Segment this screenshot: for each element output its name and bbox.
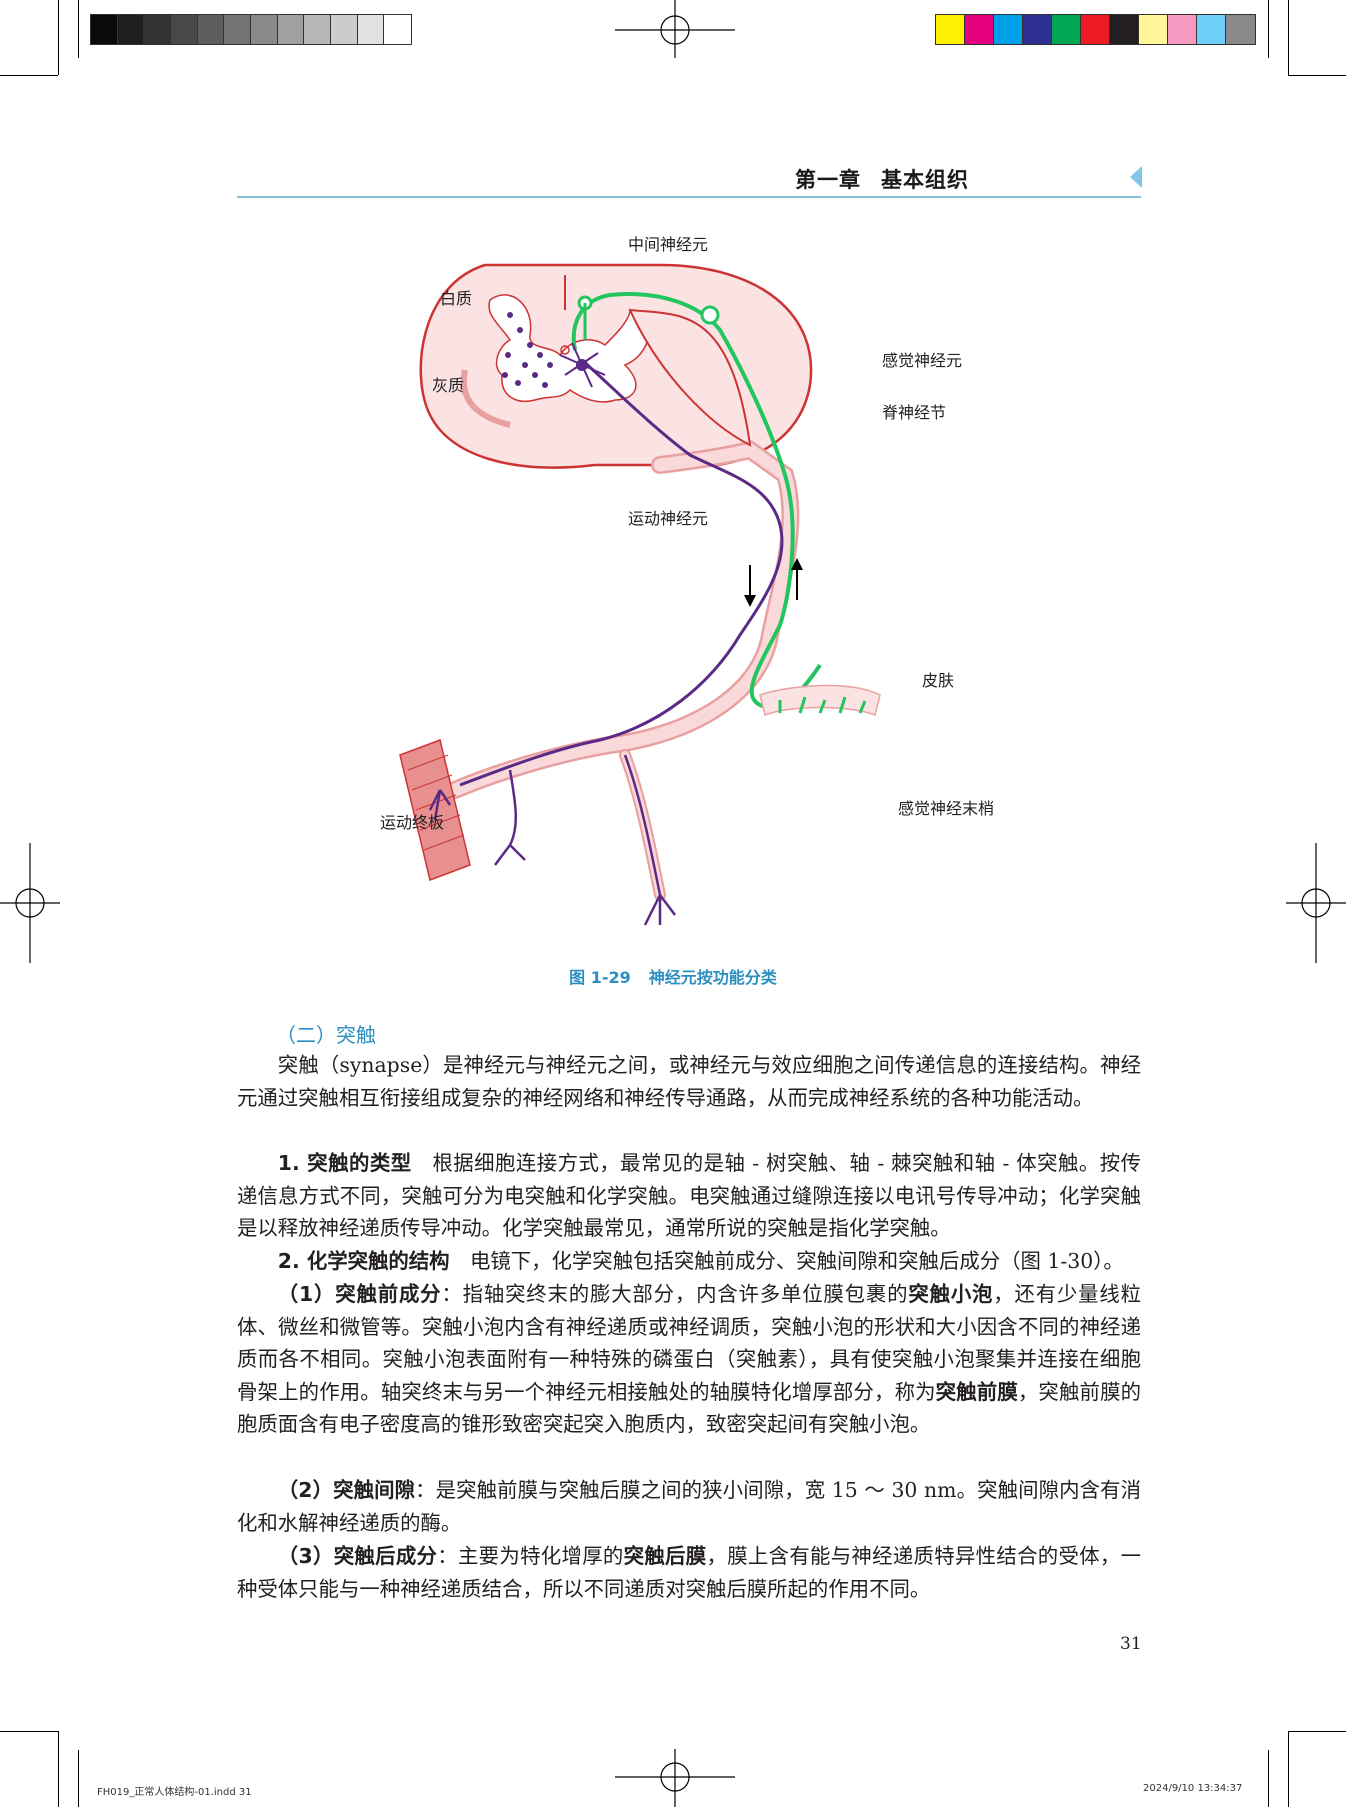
crop-mark — [1268, 0, 1269, 58]
muscle-tissue — [399, 738, 471, 882]
paragraph-synapse-types: 1. 突触的类型 根据细胞连接方式，最常见的是轴 - 树突触、轴 - 棘突触和轴… — [237, 1151, 1141, 1240]
crop-mark — [58, 1731, 59, 1807]
header-triangle-icon — [1130, 166, 1142, 188]
color-swatch — [1110, 15, 1139, 44]
chapter-header: 第一章基本组织 — [795, 164, 969, 194]
color-swatch — [197, 15, 225, 44]
crop-mark — [0, 75, 58, 76]
color-swatch — [1052, 15, 1081, 44]
label-gray-matter: 灰质 — [432, 376, 465, 395]
label-interneuron: 中间神经元 — [628, 235, 709, 254]
color-swatch — [357, 15, 385, 44]
color-swatch — [384, 15, 411, 44]
label-sensory-neuron: 感觉神经元 — [882, 351, 963, 370]
color-swatch — [1168, 15, 1197, 44]
registration-mark — [1286, 843, 1346, 963]
heading-chemical-structure: 2. 化学突触的结构 — [277, 1249, 450, 1273]
color-swatch — [144, 15, 171, 44]
crop-mark — [78, 0, 79, 58]
heading-presynaptic: （1）突触前成分 — [277, 1282, 442, 1306]
grayscale-bar — [90, 14, 412, 45]
label-skin: 皮肤 — [922, 671, 955, 690]
paragraph-postsynaptic: （3）突触后成分：主要为特化增厚的突触后膜，膜上含有能与神经递质特异性结合的受体… — [237, 1544, 1142, 1601]
direction-arrows — [744, 558, 803, 607]
color-swatch — [91, 15, 118, 44]
chapter-number: 第一章 — [795, 168, 861, 192]
motor-neuron — [459, 342, 784, 926]
paragraph-synaptic-cleft: （2）突触间隙：是突触前膜与突触后膜之间的狭小间隙，宽 15 ～ 30 nm。突… — [237, 1478, 1141, 1535]
page-number: 31 — [1120, 1634, 1142, 1654]
crop-mark — [0, 1731, 58, 1732]
color-swatch — [224, 15, 251, 44]
footer-timestamp: 2024/9/10 13:34:37 — [1143, 1783, 1243, 1794]
header-rule — [237, 196, 1141, 198]
registration-mark — [615, 0, 735, 58]
crop-mark — [1288, 75, 1346, 76]
label-spinal-ganglion: 脊神经节 — [882, 403, 947, 422]
crop-mark — [78, 1750, 79, 1807]
registration-mark — [615, 1749, 735, 1807]
label-motor-end-plate: 运动终板 — [380, 813, 445, 832]
gray-matter-dots — [502, 312, 553, 388]
color-swatch — [1226, 15, 1255, 44]
color-swatch — [250, 15, 278, 44]
section-title: （二）突触 — [276, 1023, 376, 1047]
color-swatch — [936, 15, 965, 44]
color-swatch — [1023, 15, 1052, 44]
label-white-matter: 白质 — [440, 289, 473, 308]
registration-mark — [0, 843, 60, 963]
skin-tissue — [759, 684, 881, 717]
heading-synaptic-cleft: （2）突触间隙 — [277, 1478, 416, 1502]
color-swatch — [1081, 15, 1110, 44]
neuron-classification-figure: 中间神经元 白质 灰质 感觉神经元 脊神经节 运动神经元 皮肤 运动终板 感觉神… — [360, 225, 1020, 965]
color-swatch — [117, 15, 145, 44]
figure-number: 图 1-29 — [569, 968, 631, 987]
label-sensory-ending: 感觉神经末梢 — [898, 799, 995, 818]
color-swatch — [1139, 15, 1168, 44]
heading-postsynaptic: （3）突触后成分 — [277, 1544, 438, 1568]
color-swatch — [277, 15, 305, 44]
crop-mark — [58, 0, 59, 75]
footer-file-info: FH019_正常人体结构-01.indd 31 — [97, 1787, 252, 1798]
figure-caption: 图 1-29 神经元按功能分类 — [0, 964, 1346, 988]
paragraph-chemical-structure: 2. 化学突触的结构 电镜下，化学突触包括突触前成分、突触间隙和突触后成分（图 … — [277, 1249, 1124, 1273]
crop-mark — [1268, 1750, 1269, 1807]
chapter-title: 基本组织 — [881, 168, 969, 192]
crop-mark — [1288, 1731, 1346, 1732]
color-swatch — [304, 15, 331, 44]
color-swatch — [170, 15, 198, 44]
sensory-neuron — [571, 292, 822, 710]
label-motor-neuron: 运动神经元 — [628, 509, 709, 528]
color-swatch — [965, 15, 994, 44]
paragraph-synapse-definition: 突触（synapse）是神经元与神经元之间，或神经元与效应细胞之间传递信息的连接… — [237, 1053, 1141, 1110]
crop-mark — [1288, 1731, 1289, 1807]
figure-title: 神经元按功能分类 — [648, 968, 777, 987]
neuron-diagram — [399, 263, 881, 926]
crop-mark — [1288, 0, 1289, 75]
color-swatch — [1197, 15, 1226, 44]
paragraph-presynaptic: （1）突触前成分：指轴突终末的膨大部分，内含许多单位膜包裹的突触小泡，还有少量线… — [237, 1282, 1142, 1436]
color-bar — [935, 14, 1256, 45]
color-swatch — [330, 15, 358, 44]
heading-synapse-types: 1. 突触的类型 — [277, 1151, 412, 1175]
color-swatch — [994, 15, 1023, 44]
